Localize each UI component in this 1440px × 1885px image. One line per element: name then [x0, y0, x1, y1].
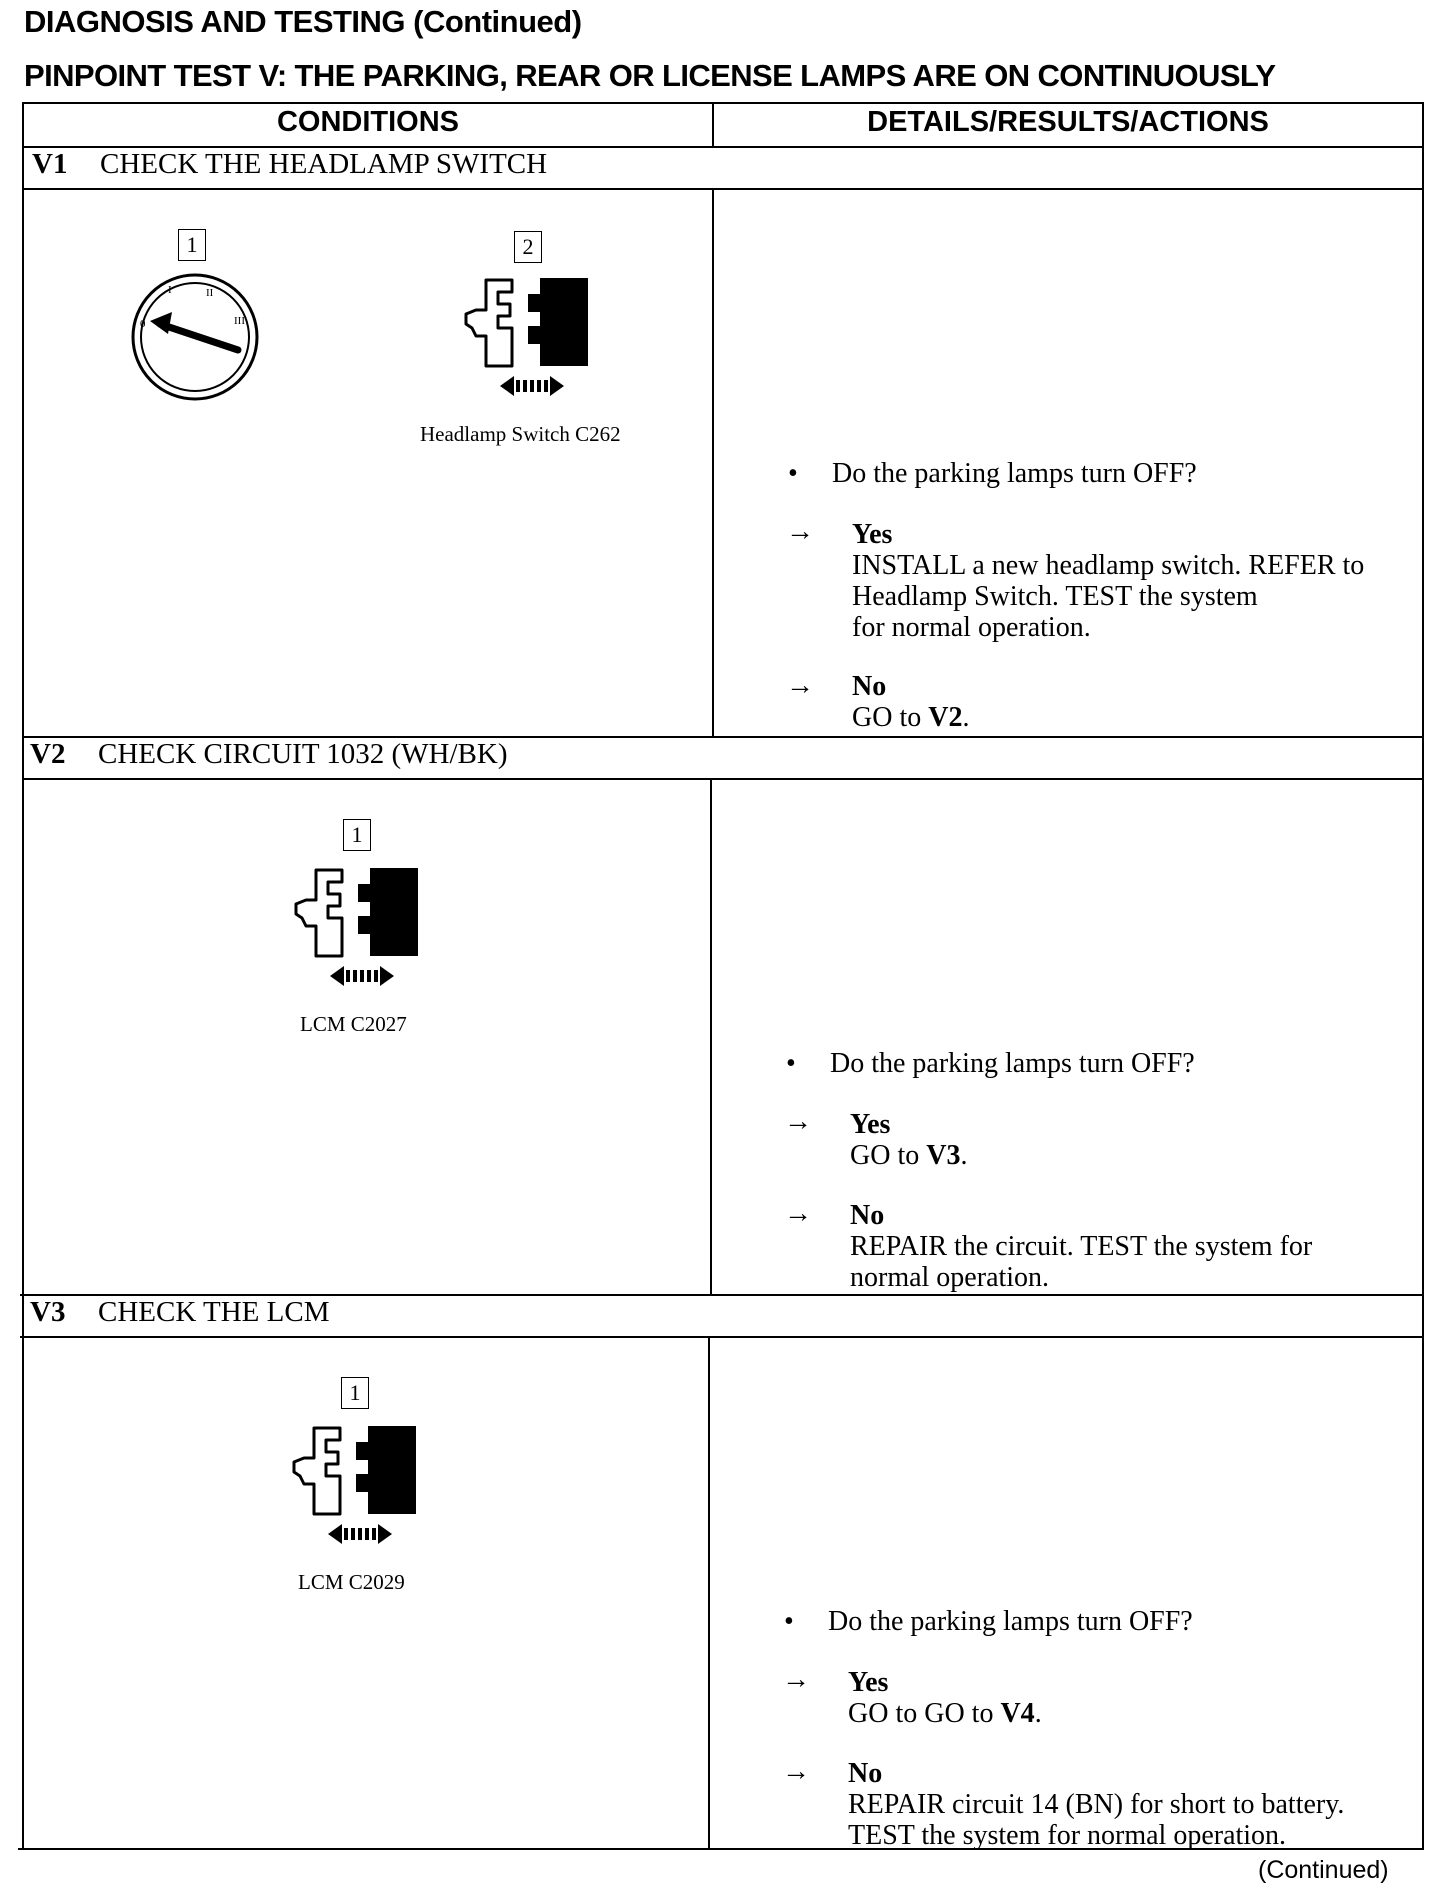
no-line-2: TEST the system for normal operation.: [848, 1820, 1287, 1851]
callout-2: 2: [514, 231, 542, 263]
arrow-no-icon: →: [786, 670, 814, 701]
no-line-1: REPAIR circuit 14 (BN) for short to batt…: [848, 1789, 1345, 1820]
no-line-1: GO to V2.: [852, 702, 970, 733]
table-bottom-border: [18, 1848, 1424, 1850]
details-column-header: DETAILS/RESULTS/ACTIONS: [867, 106, 1269, 138]
yes-line-1: GO to V3.: [850, 1140, 968, 1171]
step-v3-details: • Do the parking lamps turn OFF? → Yes G…: [782, 1606, 1412, 1851]
answer-no: No REPAIR the circuit. TEST the system f…: [850, 1200, 1312, 1293]
answer-no: No GO to V2.: [852, 671, 969, 733]
arrow-yes-icon: →: [782, 1664, 810, 1695]
column-divider-v2: [710, 778, 712, 1294]
column-header-divider: [24, 146, 1424, 148]
yes-label: Yes: [850, 1109, 891, 1140]
no-label: No: [850, 1200, 885, 1231]
step-v1-title: V1 CHECK THE HEADLAMP SWITCH: [32, 148, 547, 181]
table-left-border: [22, 102, 24, 1850]
callout-1: 1: [341, 1377, 369, 1409]
bullet: •: [786, 1048, 796, 1079]
connector-caption: LCM C2029: [298, 1570, 405, 1594]
knob-mark-3: III: [234, 315, 245, 327]
bullet: •: [784, 1606, 794, 1637]
v1-bottom-border: [22, 736, 1424, 738]
no-label: No: [848, 1758, 883, 1789]
step-id: V2: [30, 738, 66, 770]
answer-yes: Yes GO to V3.: [850, 1109, 967, 1171]
v2-title-divider: [22, 778, 1424, 780]
v3-title-divider: [20, 1336, 1424, 1338]
step-v2-details: • Do the parking lamps turn OFF? → Yes G…: [784, 1048, 1404, 1293]
connector-disconnect-icon: [294, 868, 418, 986]
question-text: Do the parking lamps turn OFF?: [828, 1606, 1193, 1637]
knob-mark-0: 0: [140, 318, 146, 330]
knob-mark-2: II: [206, 287, 214, 299]
connector-caption: Headlamp Switch C262: [420, 422, 621, 446]
yes-line-2: Headlamp Switch. TEST the system: [852, 581, 1258, 612]
table-right-border: [1422, 102, 1424, 1850]
arrow-yes-icon: →: [784, 1106, 812, 1137]
yes-line-3: for normal operation.: [852, 612, 1091, 643]
yes-line-1: GO to GO to V4.: [848, 1698, 1042, 1729]
step-title: CHECK THE HEADLAMP SWITCH: [100, 148, 548, 180]
v2-bottom-border: [20, 1294, 1424, 1296]
connector-disconnect-icon: [464, 278, 588, 396]
yes-label: Yes: [852, 519, 893, 550]
v1-title-divider: [24, 188, 1424, 190]
connector-caption: LCM C2027: [300, 1012, 407, 1036]
answer-no: No REPAIR circuit 14 (BN) for short to b…: [848, 1758, 1344, 1851]
step-v2-title: V2 CHECK CIRCUIT 1032 (WH/BK): [30, 738, 507, 771]
no-line-1: REPAIR the circuit. TEST the system for: [850, 1231, 1313, 1262]
step-v3-title: V3 CHECK THE LCM: [30, 1296, 329, 1329]
step-id: V3: [30, 1296, 66, 1328]
arrow-no-icon: →: [784, 1198, 812, 1229]
answer-yes: Yes GO to GO to V4.: [848, 1667, 1042, 1729]
callout-1: 1: [343, 819, 371, 851]
no-line-2: normal operation.: [850, 1262, 1050, 1293]
column-divider-v1: [712, 188, 714, 736]
step-v1-details: • Do the parking lamps turn OFF? → Yes I…: [786, 458, 1406, 733]
column-divider-header: [712, 102, 714, 146]
no-label: No: [852, 671, 887, 702]
headlamp-switch-knob-icon: 0 I II III: [131, 273, 259, 401]
arrow-no-icon: →: [782, 1756, 810, 1787]
conditions-column-header: CONDITIONS: [276, 106, 460, 138]
question-text: Do the parking lamps turn OFF?: [832, 458, 1197, 489]
knob-mark-1: I: [168, 284, 172, 296]
step-id: V1: [32, 148, 68, 180]
table-top-border: [24, 102, 1424, 104]
continued-footer: (Continued): [1258, 1856, 1389, 1884]
step-title: CHECK THE LCM: [98, 1296, 330, 1328]
arrow-yes-icon: →: [786, 516, 814, 547]
bullet: •: [788, 458, 798, 489]
step-title: CHECK CIRCUIT 1032 (WH/BK): [98, 738, 508, 770]
answer-yes: Yes INSTALL a new headlamp switch. REFER…: [852, 519, 1364, 643]
callout-1: 1: [178, 229, 206, 261]
question-text: Do the parking lamps turn OFF?: [830, 1048, 1195, 1079]
page-header: DIAGNOSIS AND TESTING (Continued): [24, 4, 582, 39]
pinpoint-test-title: PINPOINT TEST V: THE PARKING, REAR OR LI…: [24, 58, 1276, 93]
yes-label: Yes: [848, 1667, 889, 1698]
column-divider-v3: [708, 1336, 710, 1848]
yes-line-1: INSTALL a new headlamp switch. REFER to: [852, 550, 1365, 581]
connector-disconnect-icon: [292, 1426, 416, 1544]
